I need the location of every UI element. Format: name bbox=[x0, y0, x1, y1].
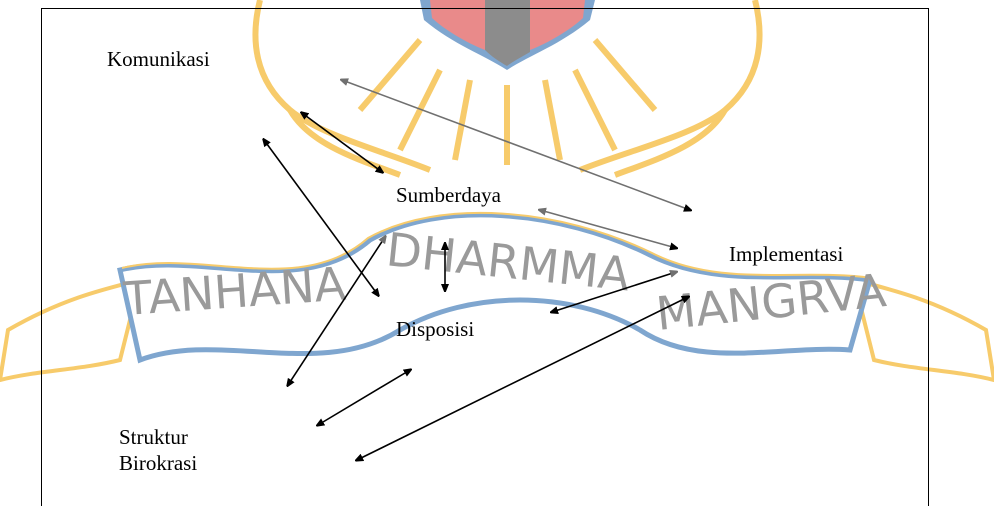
node-komunikasi: Komunikasi bbox=[107, 46, 210, 72]
arrow-disposisi-implementasi bbox=[552, 272, 676, 312]
node-implementasi: Implementasi bbox=[729, 241, 843, 267]
arrow-sumberdaya-implementasi bbox=[540, 210, 676, 248]
node-struktur-birokrasi: Struktur Birokrasi bbox=[119, 424, 197, 476]
arrow-komunikasi-implementasi bbox=[342, 80, 690, 210]
node-disposisi: Disposisi bbox=[396, 316, 474, 342]
arrow-sumberdaya-struktur bbox=[288, 237, 385, 385]
node-struktur-line1: Struktur bbox=[119, 424, 197, 450]
node-sumberdaya: Sumberdaya bbox=[396, 182, 501, 208]
node-struktur-line2: Birokrasi bbox=[119, 450, 197, 476]
arrow-struktur-disposisi bbox=[318, 370, 410, 425]
arrow-komunikasi-sumberdaya bbox=[302, 113, 382, 172]
arrow-komunikasi-disposisi bbox=[264, 140, 378, 295]
